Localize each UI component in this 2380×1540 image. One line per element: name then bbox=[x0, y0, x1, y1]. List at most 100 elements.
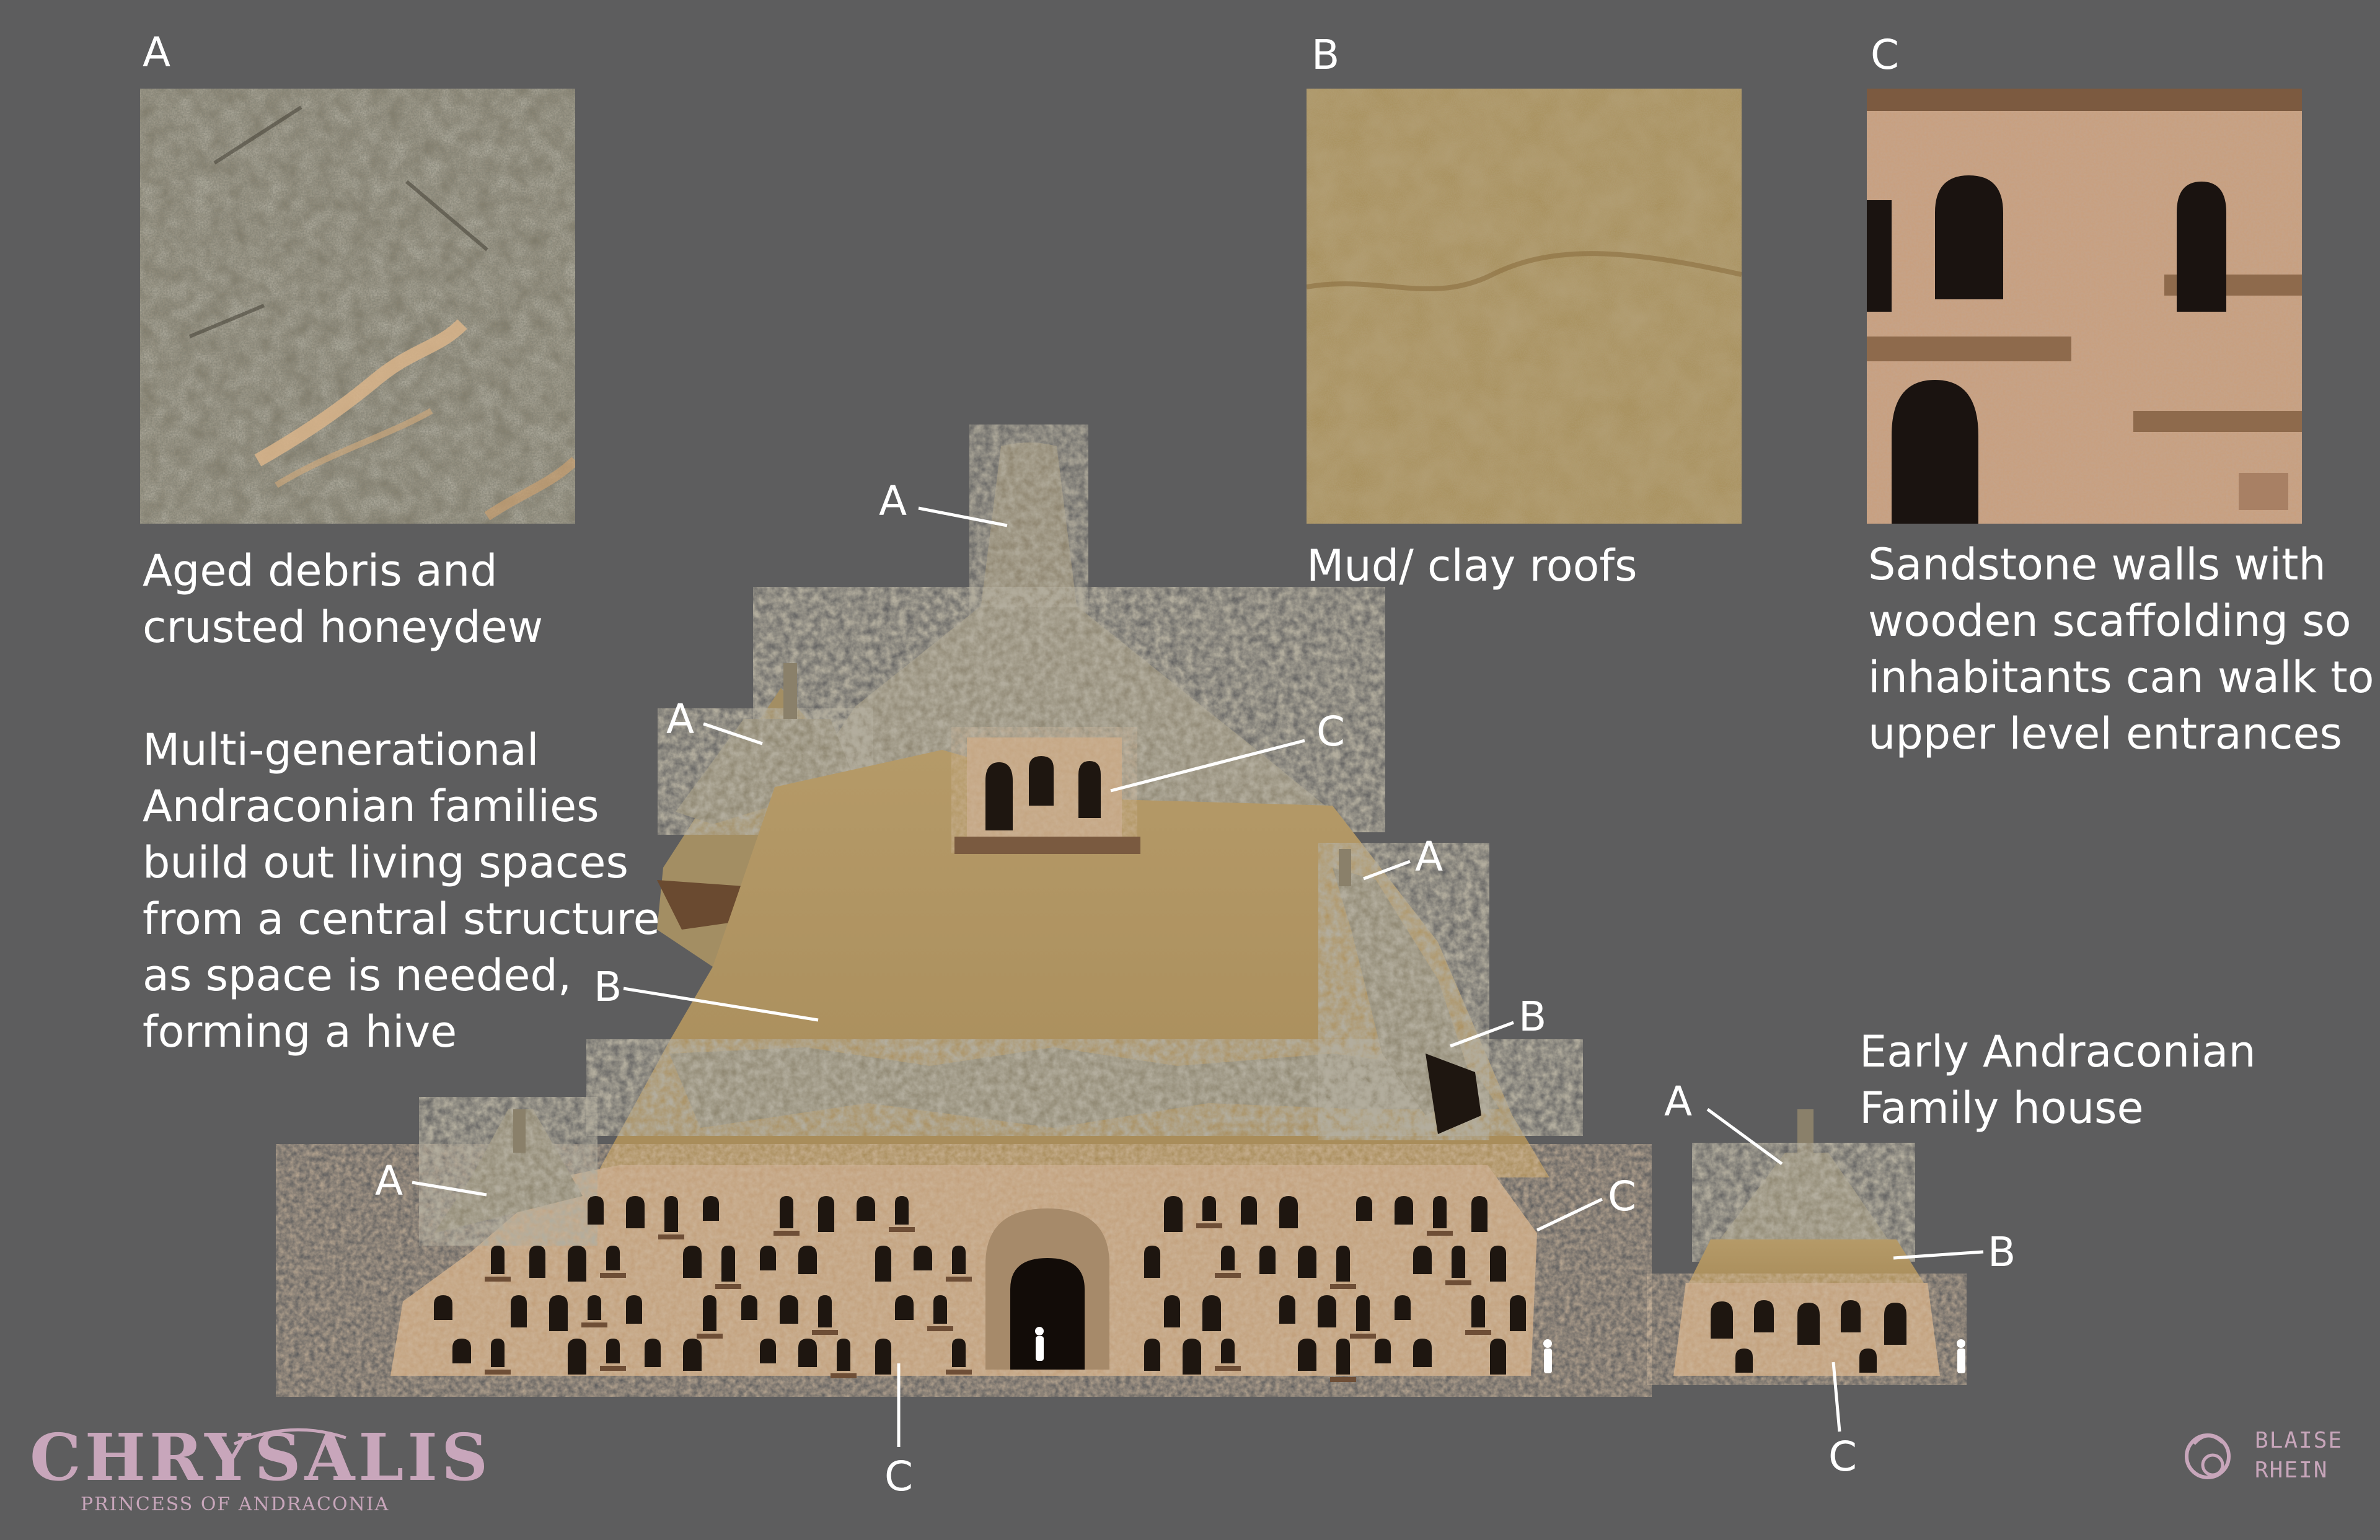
scaffold-ledge bbox=[581, 1322, 607, 1327]
signature-line-1: BLAISE bbox=[2255, 1428, 2343, 1453]
facade-window bbox=[1221, 1339, 1235, 1363]
facade-window bbox=[683, 1339, 702, 1371]
callout-right-a: A bbox=[1415, 833, 1443, 881]
callout-house-a: A bbox=[1664, 1078, 1693, 1125]
facade-window bbox=[1336, 1246, 1350, 1282]
facade-window bbox=[606, 1339, 620, 1363]
scaffold-ledge bbox=[600, 1366, 626, 1371]
facade-window bbox=[1375, 1339, 1391, 1363]
scaffold-ledge bbox=[600, 1273, 626, 1278]
callout-bottom-c: C bbox=[884, 1453, 914, 1500]
family-house bbox=[1673, 1109, 1965, 1376]
facade-window bbox=[703, 1295, 716, 1331]
facade-window bbox=[798, 1246, 817, 1274]
scaffold-ledge bbox=[1215, 1273, 1241, 1278]
facade-window bbox=[721, 1246, 735, 1282]
swatch-b-texture bbox=[1307, 89, 1742, 524]
facade-window bbox=[1298, 1339, 1316, 1371]
swatch-b-letter: B bbox=[1311, 31, 1340, 79]
scaffold-ledge bbox=[715, 1284, 741, 1289]
human-scale-figure-house bbox=[1957, 1339, 1965, 1373]
facade-window bbox=[895, 1295, 914, 1320]
human-scale-figure-right bbox=[1543, 1339, 1552, 1373]
facade-window bbox=[1279, 1196, 1298, 1228]
scaffold-ledge bbox=[1196, 1223, 1222, 1228]
facade-window bbox=[549, 1295, 568, 1331]
facade-window bbox=[1356, 1196, 1372, 1221]
facade-window bbox=[1144, 1339, 1160, 1371]
scaffold-ledge bbox=[1350, 1334, 1376, 1339]
facade-window bbox=[434, 1295, 452, 1320]
family-house-title: Early Andraconian Family house bbox=[1859, 1026, 2256, 1133]
callout-left-b: B bbox=[594, 963, 622, 1011]
scaffold-ledge bbox=[697, 1334, 723, 1339]
scaffold-ledge bbox=[812, 1330, 838, 1335]
scaffold-ledge bbox=[774, 1231, 800, 1236]
facade-window bbox=[952, 1339, 966, 1367]
facade-window bbox=[529, 1246, 545, 1278]
scaffold-ledge bbox=[485, 1370, 511, 1375]
chrysalis-logo: CHRYSALIS PRINCESS OF ANDRACONIA bbox=[30, 1419, 488, 1525]
callout-house-b: B bbox=[1988, 1228, 2016, 1276]
facade-window bbox=[857, 1196, 875, 1221]
scaffold-ledge bbox=[946, 1277, 972, 1282]
facade-window bbox=[703, 1196, 719, 1221]
signature-mark-icon bbox=[2185, 1433, 2231, 1479]
callout-left-a: A bbox=[666, 695, 695, 743]
facade-window bbox=[588, 1295, 601, 1320]
callout-right-c: C bbox=[1608, 1173, 1637, 1220]
facade-window bbox=[645, 1339, 661, 1367]
facade-window bbox=[1395, 1295, 1411, 1320]
logo-swoosh-icon bbox=[233, 1428, 346, 1446]
facade-window bbox=[1259, 1246, 1276, 1274]
facade-window bbox=[1183, 1339, 1201, 1375]
callout-right-b: B bbox=[1518, 993, 1547, 1041]
facade-window bbox=[760, 1246, 776, 1270]
facade-window bbox=[568, 1339, 586, 1375]
facade-window bbox=[491, 1339, 505, 1367]
facade-window bbox=[1490, 1246, 1506, 1282]
artist-signature: BLAISE RHEIN bbox=[2182, 1419, 2349, 1500]
scaffold-ledge bbox=[1215, 1366, 1241, 1371]
scaffold-ledge bbox=[658, 1234, 684, 1239]
facade-window bbox=[741, 1295, 757, 1320]
facade-window bbox=[511, 1295, 527, 1327]
swatch-a-letter: A bbox=[143, 29, 171, 76]
facade-window bbox=[933, 1295, 947, 1324]
facade-window bbox=[1510, 1295, 1526, 1331]
facade-window bbox=[452, 1339, 471, 1363]
main-hive bbox=[390, 442, 1549, 1376]
callout-top-c: C bbox=[1316, 708, 1346, 755]
callout-top-a: A bbox=[879, 477, 907, 525]
facade-window bbox=[1356, 1295, 1370, 1331]
scaffold-ledge bbox=[889, 1227, 915, 1232]
facade-window bbox=[1144, 1246, 1160, 1278]
facade-window bbox=[626, 1196, 645, 1228]
facade-window bbox=[952, 1246, 966, 1274]
facade-window bbox=[606, 1246, 620, 1270]
human-scale-figure bbox=[1035, 1327, 1044, 1361]
facade-window bbox=[875, 1339, 891, 1375]
facade-window bbox=[818, 1295, 832, 1327]
facade-window bbox=[1471, 1295, 1485, 1327]
swatch-c-texture bbox=[1867, 89, 2302, 524]
facade-window bbox=[798, 1339, 817, 1367]
facade-window bbox=[1395, 1196, 1413, 1225]
facade-window bbox=[1413, 1246, 1432, 1274]
facade-window bbox=[664, 1196, 678, 1232]
facade-window bbox=[1279, 1295, 1295, 1324]
facade-window bbox=[1336, 1339, 1350, 1375]
facade-window bbox=[1241, 1196, 1257, 1225]
facade-window bbox=[626, 1295, 642, 1324]
facade-window bbox=[837, 1339, 850, 1371]
swatch-c-letter: C bbox=[1871, 31, 1900, 79]
swatch-c-caption: Sandstone walls with wooden scaffolding … bbox=[1868, 539, 2374, 759]
facade-window bbox=[683, 1246, 702, 1278]
facade-windows bbox=[434, 1196, 1526, 1382]
scaffold-ledge bbox=[1445, 1280, 1471, 1285]
scaffold-ledge bbox=[1330, 1284, 1356, 1289]
facade-window bbox=[1164, 1196, 1183, 1232]
scaffold-ledge bbox=[946, 1370, 972, 1375]
swatch-a-texture bbox=[140, 89, 575, 524]
